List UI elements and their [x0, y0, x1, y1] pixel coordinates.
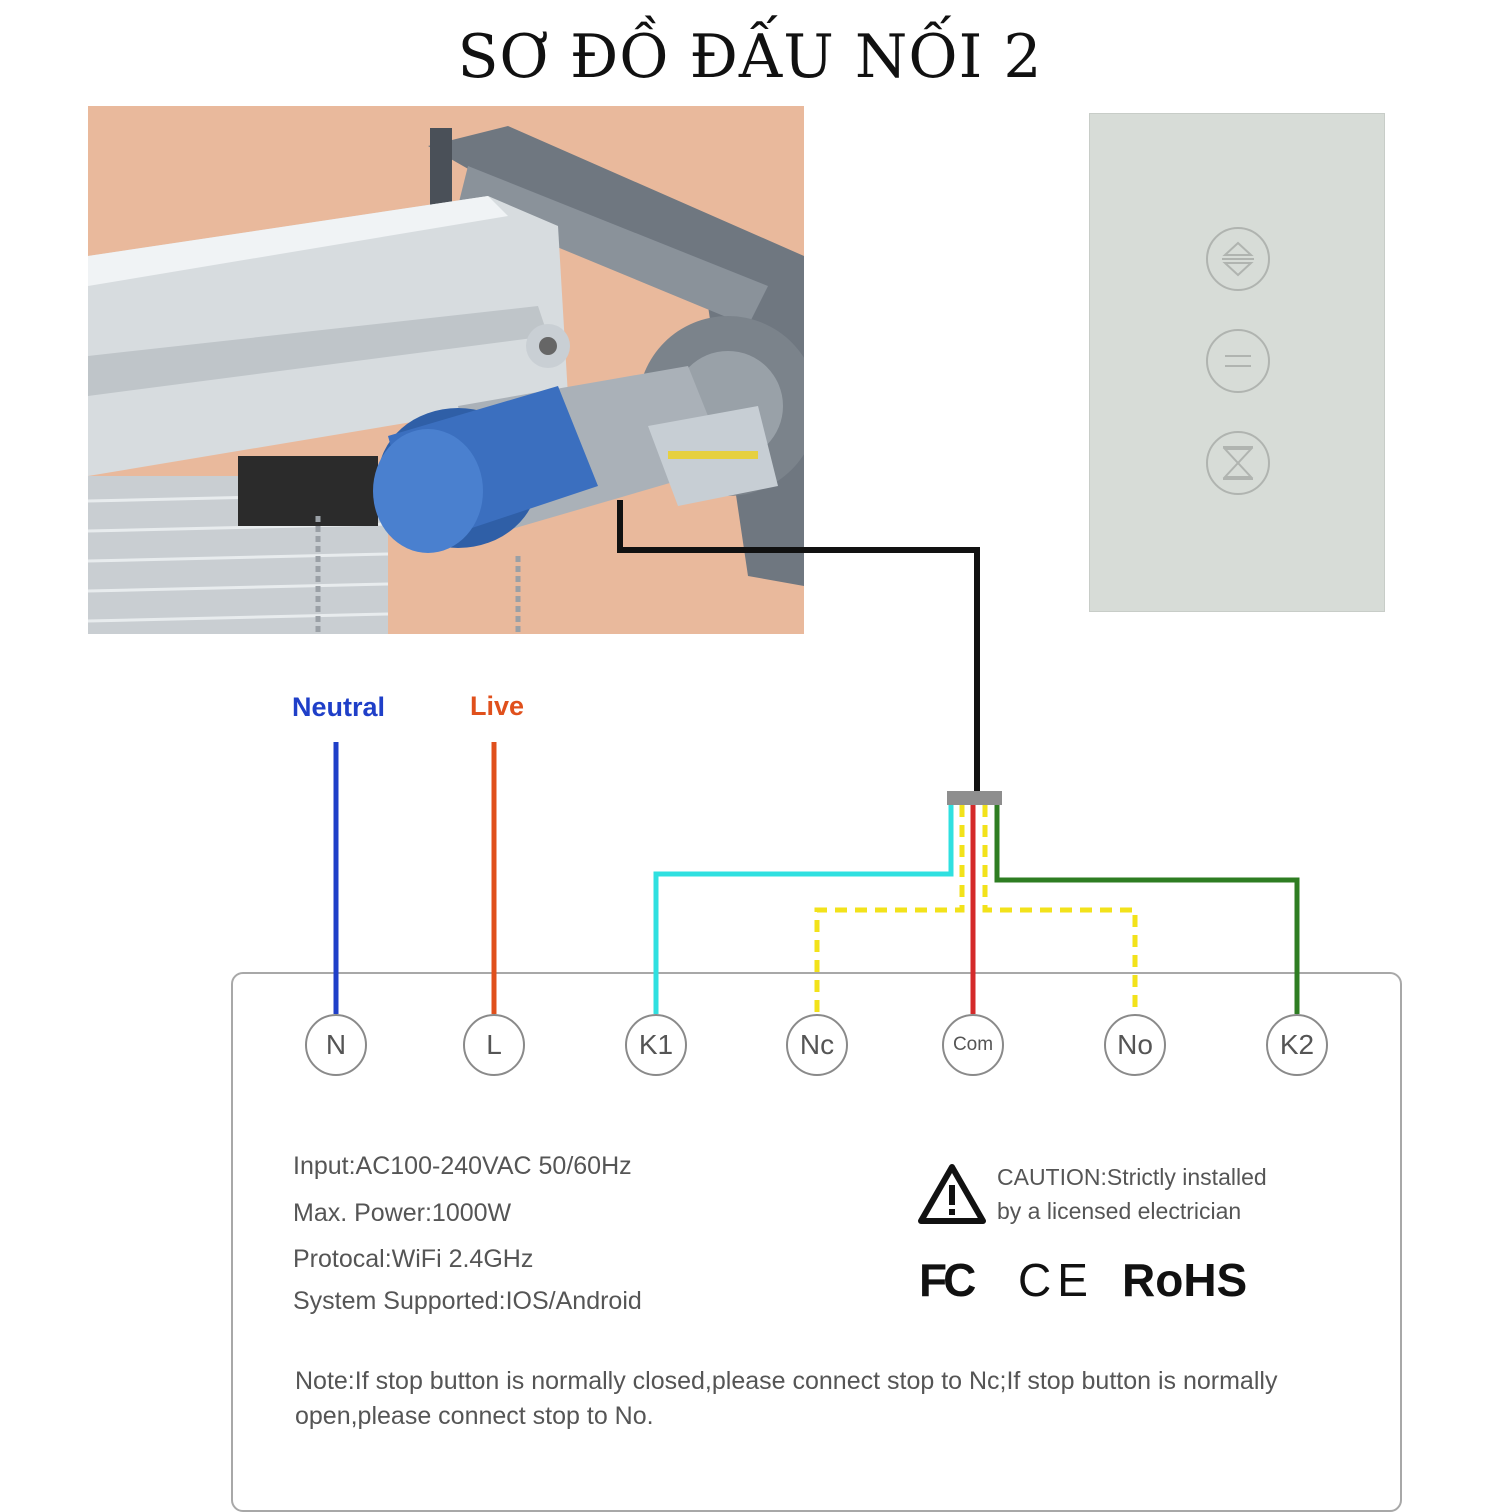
motor-cable: [617, 500, 980, 795]
terminal-nc: Nc: [786, 1014, 848, 1076]
terminal-k2: K2: [1266, 1014, 1328, 1076]
up-button[interactable]: [1206, 227, 1270, 291]
spec-protocol: Protocal:WiFi 2.4GHz: [293, 1245, 534, 1273]
down-button[interactable]: [1206, 431, 1270, 495]
ce-logo: CE: [1018, 1254, 1094, 1306]
caution-line-2: by a licensed electrician: [997, 1198, 1242, 1224]
warning-icon: [918, 1164, 986, 1224]
stop-icon: [1225, 355, 1251, 367]
spec-system: System Supported:IOS/Android: [293, 1287, 642, 1315]
page-title: SƠ ĐỒ ĐẤU NỐI 2: [457, 22, 1043, 92]
k2-wire: [994, 805, 1300, 1014]
terminal-l: L: [463, 1014, 525, 1076]
no-wire: [982, 805, 1138, 1014]
stop-button[interactable]: [1206, 329, 1270, 393]
nc-wire: [814, 805, 965, 1014]
spec-power: Max. Power:1000W: [293, 1199, 512, 1227]
down-icon: [1222, 446, 1254, 480]
installation-note: Note:If stop button is normally closed,p…: [295, 1367, 1278, 1430]
up-icon: [1222, 241, 1254, 277]
terminal-n: N: [305, 1014, 367, 1076]
cable-splitter: [947, 791, 1002, 805]
terminal-no: No: [1104, 1014, 1166, 1076]
k1-wire: [653, 805, 954, 1014]
spec-input: Input:AC100-240VAC 50/60Hz: [293, 1152, 632, 1180]
neutral-label: Neutral: [292, 692, 386, 722]
caution-line-1: CAUTION:Strictly installed: [997, 1164, 1267, 1190]
terminal-k1: K1: [625, 1014, 687, 1076]
rohs-logo: RoHS: [1122, 1254, 1248, 1306]
fc-logo: FC: [919, 1254, 976, 1306]
live-label: Live: [470, 691, 525, 721]
terminal-com: Com: [942, 1014, 1004, 1076]
wall-switch: [1089, 113, 1385, 612]
motor-photo: [88, 106, 804, 634]
